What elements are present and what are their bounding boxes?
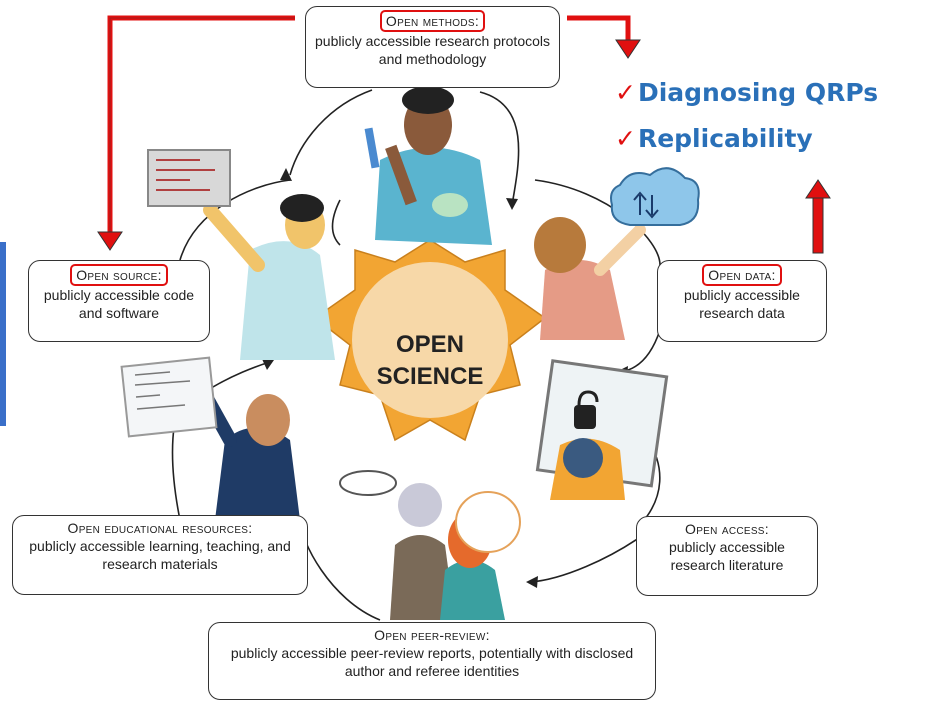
box-open-data: Open data: publicly accessible research … [657,260,827,342]
box-description: publicly accessible research literature [669,539,785,573]
box-title: Open educational resources: [67,520,253,536]
callout-text: Replicability [637,124,813,153]
cloud-icon [610,167,700,226]
arc-peer-edu [299,519,381,621]
scientist-educational [120,356,300,520]
box-description: publicly accessible research protocols a… [315,33,550,67]
scientist-access [535,359,669,500]
callout-diagnosing-qrps: ✓Diagnosing QRPs [615,78,878,107]
unlock-icon [574,405,596,429]
sun-core [352,262,508,418]
box-open-source: Open source: publicly accessible code an… [28,260,210,342]
callout-replicability: ✓Replicability [615,124,813,153]
arc-inner [331,199,341,246]
speech-bubble [339,470,397,496]
monitor-icon [147,149,231,207]
box-description: publicly accessible research data [684,287,800,321]
box-description: publicly accessible peer-review reports,… [230,645,634,679]
box-description: publicly accessible code and software [43,287,195,321]
speech-bubble [455,491,521,553]
box-open-access: Open access: publicly accessible researc… [636,516,818,596]
box-open-methods: Open methods: publicly accessible resear… [305,6,560,88]
scientist-top [364,86,492,245]
box-title: Open source: [70,264,168,286]
red-flow-arrows [97,15,831,254]
arc-methods-data [479,91,520,206]
box-title: Open access: [685,521,769,537]
box-title: Open peer-review: [374,627,490,643]
arc-methods-source [289,89,373,176]
arc-data-access [619,329,661,373]
arrowhead [262,359,274,370]
box-title: Open data: [702,264,782,286]
arrowhead [506,198,518,210]
whiteboard-icon [120,356,218,438]
scientist-source [147,149,335,360]
check-icon: ✓ [615,124,636,153]
left-accent-bar [0,242,6,426]
scientist-peer-review [339,470,521,620]
check-icon: ✓ [615,78,636,107]
arrowhead [280,168,292,181]
callout-text: Diagnosing QRPs [637,78,879,107]
box-open-peer-review: Open peer-review: publicly accessible pe… [208,622,656,700]
box-open-educational-resources: Open educational resources: publicly acc… [12,515,308,595]
center-label-line1: OPEN [395,331,464,358]
scientist-data [534,167,700,340]
arrowhead [526,576,538,588]
open-science-sun [313,239,547,442]
center-label-line2: SCIENCE [376,363,484,390]
box-description: publicly accessible learning, teaching, … [29,538,291,572]
arc-access-peer [529,529,651,583]
box-title: Open methods: [379,10,486,32]
